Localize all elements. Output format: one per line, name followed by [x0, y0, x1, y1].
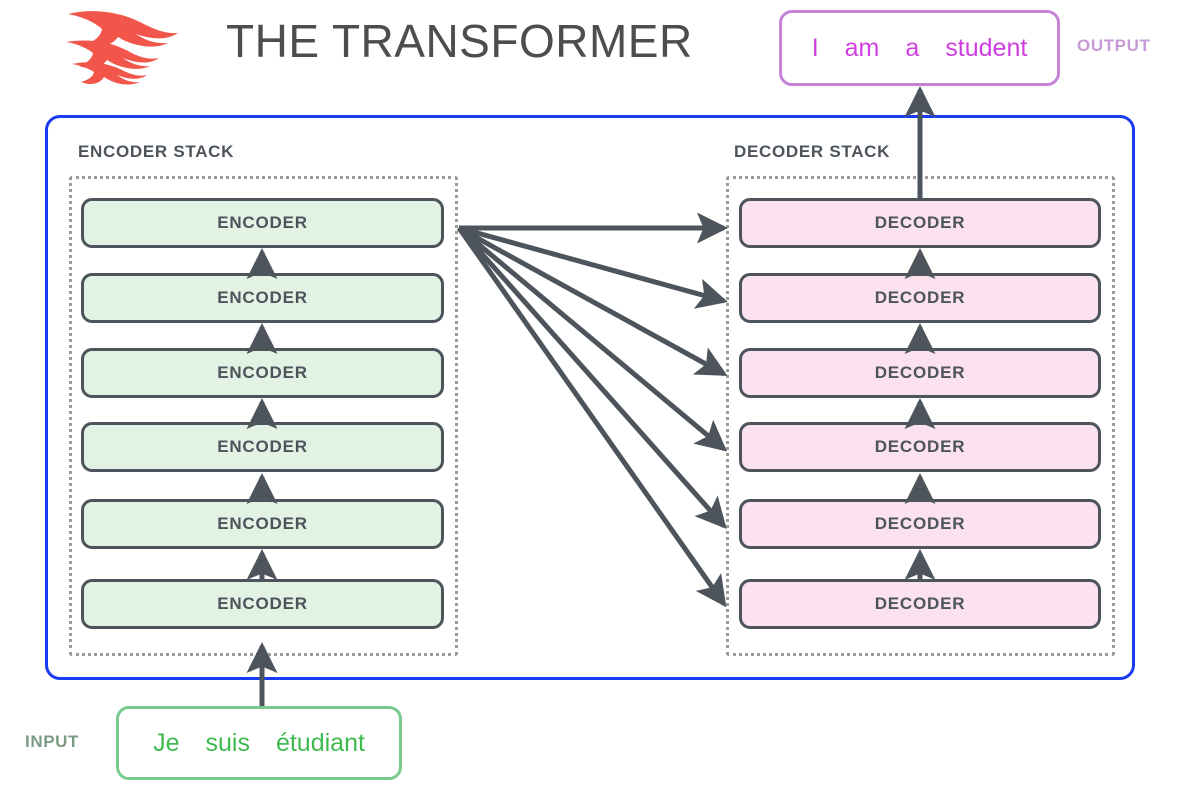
decoder-layer-2[interactable]: DECODER: [739, 273, 1101, 323]
encoder-layer-2[interactable]: ENCODER: [81, 273, 444, 323]
input-token: étudiant: [275, 728, 365, 757]
decoder-layer-4[interactable]: DECODER: [739, 422, 1101, 472]
encoder-layer-6[interactable]: ENCODER: [81, 579, 444, 629]
decoder-layer-1[interactable]: DECODER: [739, 198, 1101, 248]
input-label: INPUT: [25, 732, 79, 751]
decoder-layer-6[interactable]: DECODER: [739, 579, 1101, 629]
flame-logo-icon: [62, 8, 212, 88]
transformer-model-frame: [45, 115, 1135, 680]
encoder-stack-label: ENCODER STACK: [78, 142, 235, 161]
decoder-stack-label: DECODER STACK: [734, 142, 891, 161]
input-sequence-box: Je suis étudiant: [116, 706, 402, 780]
output-token: I: [811, 33, 819, 62]
encoder-layer-4[interactable]: ENCODER: [81, 422, 444, 472]
encoder-layer-1[interactable]: ENCODER: [81, 198, 444, 248]
input-token: Je: [153, 728, 180, 757]
output-label: OUTPUT: [1077, 36, 1151, 55]
decoder-layer-5[interactable]: DECODER: [739, 499, 1101, 549]
output-token: am: [844, 33, 880, 62]
page-title: THE TRANSFORMER: [226, 15, 693, 67]
output-token: student: [945, 33, 1028, 62]
decoder-layer-3[interactable]: DECODER: [739, 348, 1101, 398]
output-token: a: [905, 33, 920, 62]
input-token: suis: [205, 728, 250, 757]
encoder-layer-3[interactable]: ENCODER: [81, 348, 444, 398]
output-sequence-box: I am a student: [779, 10, 1060, 86]
encoder-layer-5[interactable]: ENCODER: [81, 499, 444, 549]
